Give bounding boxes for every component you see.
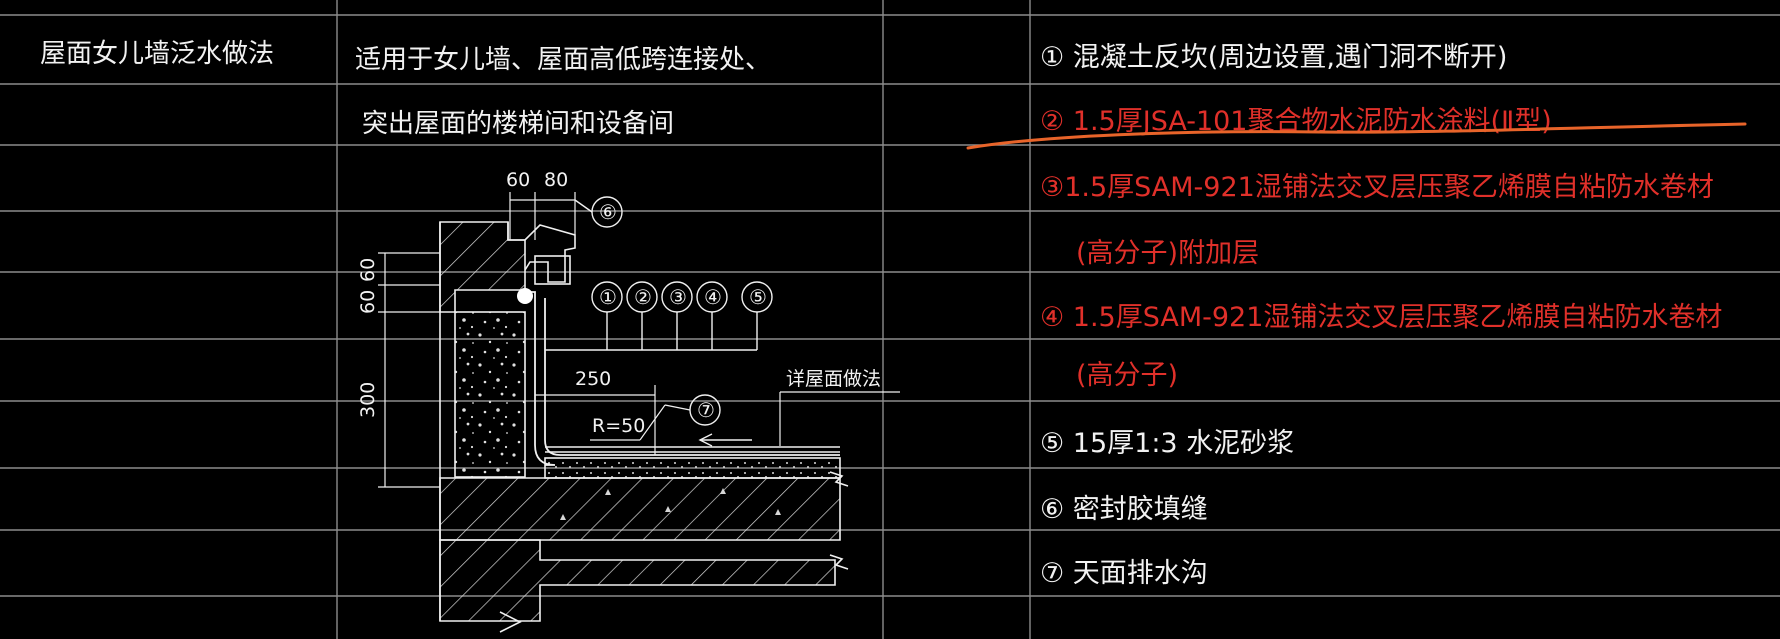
dim-250: 250 (575, 368, 611, 390)
note-3-cont: (高分子)附加层 (1076, 238, 1259, 269)
callout-6-label: ⑥ (599, 200, 617, 224)
dim-80-top: 80 (544, 169, 568, 191)
concrete-curb (454, 311, 526, 478)
note-3: ③1.5厚SAM-921湿铺法交叉层压聚乙烯膜自粘防水卷材 (1040, 172, 1714, 203)
callout-1-label: ① (599, 285, 617, 309)
coping-drip (534, 255, 571, 285)
callout-5-label: ⑤ (749, 285, 767, 309)
material-notes: ① 混凝土反坎(周边设置,遇门洞不断开) ② 1.5厚JSA-101聚合物水泥防… (1040, 42, 1722, 589)
dim-60-left-b: 60 (357, 290, 379, 314)
note-7: ⑦ 天面排水沟 (1040, 558, 1208, 589)
lower-wall (439, 539, 836, 622)
scope-text-line-1: 适用于女儿墙、屋面高低跨连接处、 (355, 45, 771, 75)
parapet-wall (439, 221, 526, 313)
note-5: ⑤ 15厚1:3 水泥砂浆 (1040, 428, 1294, 459)
callout-7-label: ⑦ (697, 398, 715, 422)
coping-cap (507, 222, 576, 283)
sealant-dot (517, 288, 533, 304)
table-title-cell: 屋面女儿墙泛水做法 (40, 39, 274, 69)
dim-300-left: 300 (357, 382, 379, 418)
roof-detail-label: 详屋面做法 (786, 368, 881, 390)
callout-group (545, 196, 773, 426)
callout-4-label: ④ (704, 285, 722, 309)
callout-3-label: ③ (669, 285, 687, 309)
scope-text-line-2: 突出屋面的楼梯间和设备间 (362, 109, 674, 139)
roof-slab (439, 477, 841, 541)
parapet-detail-drawing[interactable] (439, 221, 849, 633)
note-4-cont: (高分子) (1076, 360, 1178, 391)
markup-underline (966, 122, 1747, 150)
note-6: ⑥ 密封胶填缝 (1040, 494, 1208, 525)
section-arrow (499, 611, 522, 633)
slab-break-line (829, 471, 849, 487)
note-4: ④ 1.5厚SAM-921湿铺法交叉层压聚乙烯膜自粘防水卷材 (1040, 302, 1722, 333)
note-1: ① 混凝土反坎(周边设置,遇门洞不断开) (1040, 42, 1507, 73)
roof-mortar-layer (544, 457, 841, 479)
membrane-turnup (525, 291, 556, 466)
radius-label: R=50 (592, 415, 645, 437)
dimension-lines (378, 192, 900, 488)
dim-60-top: 60 (506, 169, 530, 191)
slab-aggregate (560, 488, 781, 520)
callout-2-label: ② (634, 285, 652, 309)
slope-arrow (698, 433, 752, 447)
dim-60-left-a: 60 (357, 258, 379, 282)
